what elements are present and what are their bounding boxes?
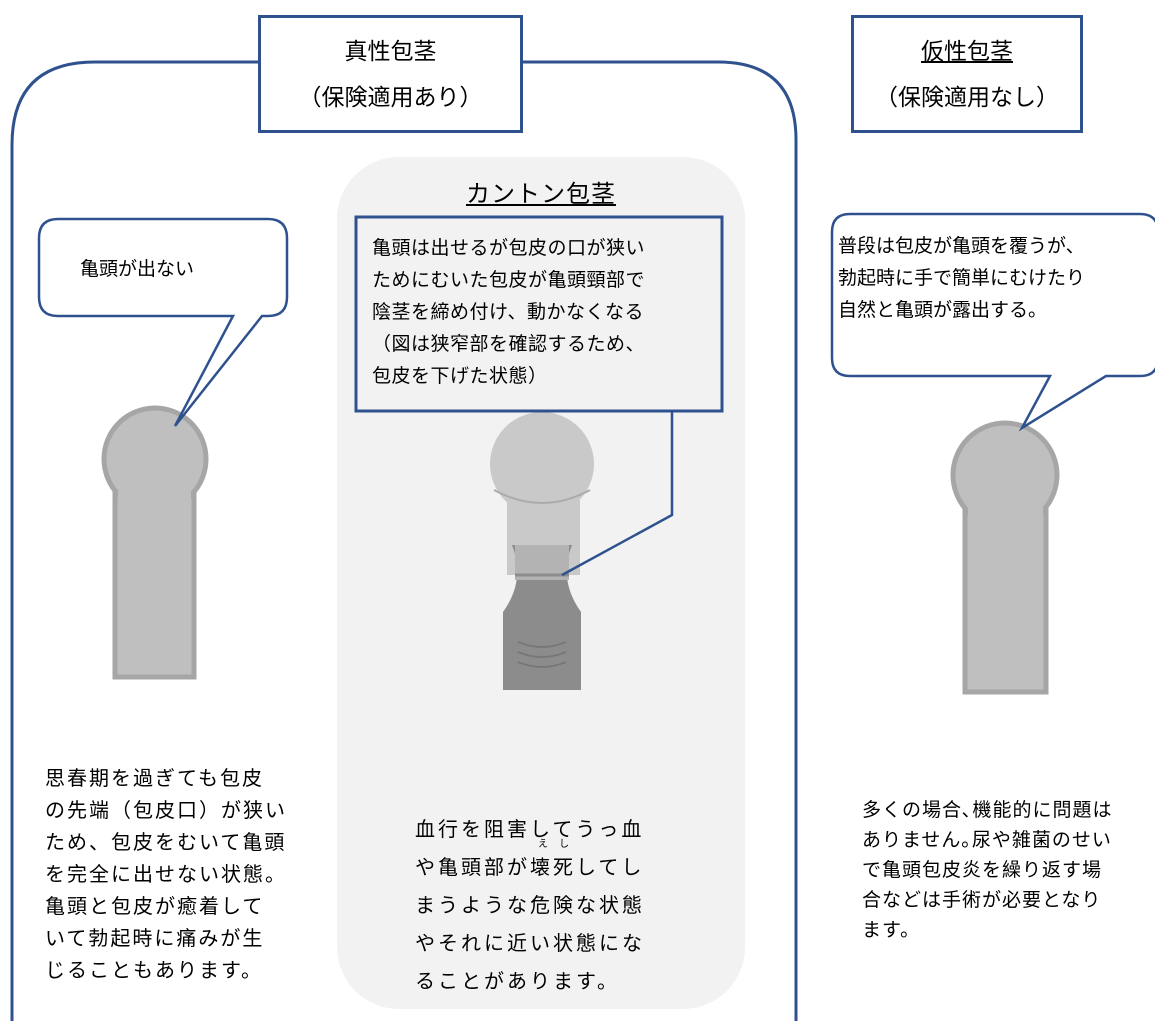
true-phimosis-group-frame	[10, 60, 798, 1021]
pseudo-phimosis-illustration	[950, 420, 1060, 695]
pseudo-phimosis-title: 仮性包茎	[921, 39, 1013, 65]
pseudo-phimosis-title-box: 仮性包茎 （保険適用なし）	[851, 15, 1083, 133]
true-phimosis-title-box: 真性包茎 （保険適用あり）	[258, 15, 523, 133]
true-phimosis-subtitle: （保険適用あり）	[298, 85, 483, 111]
pseudo-phimosis-callout-text: 普段は包皮が亀頭を覆うが、 勃起時に手で簡単にむけたり 自然と亀頭が露出する。	[838, 235, 1086, 321]
paraphimosis-callout-pointer	[561, 411, 674, 577]
necrosis-furigana: え し	[538, 839, 574, 850]
paraphimosis-callout-box	[354, 215, 724, 413]
true-phimosis-callout-text: 亀頭が出ない	[80, 258, 195, 280]
true-phimosis-callout-bubble	[37, 217, 289, 427]
paraphimosis-callout-text: 亀頭は出せるが包皮の口が狭い ためにむいた包皮が亀頭頸部で 陰茎を締め付け、動か…	[372, 237, 646, 387]
paraphimosis-illustration	[490, 412, 594, 690]
pseudo-phimosis-subtitle: （保険適用なし）	[875, 85, 1059, 111]
true-phimosis-description: 思春期を過ぎても包皮 の先端（包皮口）が狭い ため、包皮をむいて亀頭 を完全に出…	[45, 766, 287, 982]
paraphimosis-title: カントン包茎	[466, 180, 616, 208]
true-phimosis-illustration	[101, 405, 209, 680]
pseudo-phimosis-description: 多くの場合､機能的に問題は ありません｡尿や雑菌のせい で亀頭包皮炎を繰り返す場…	[862, 799, 1113, 941]
paraphimosis-description: 血行を阻害してうっ血 や亀頭部が壊死してし まうような危険な状態 やそれに近い状…	[415, 817, 645, 993]
pseudo-phimosis-callout-bubble	[830, 212, 1155, 432]
true-phimosis-title: 真性包茎	[344, 39, 437, 65]
